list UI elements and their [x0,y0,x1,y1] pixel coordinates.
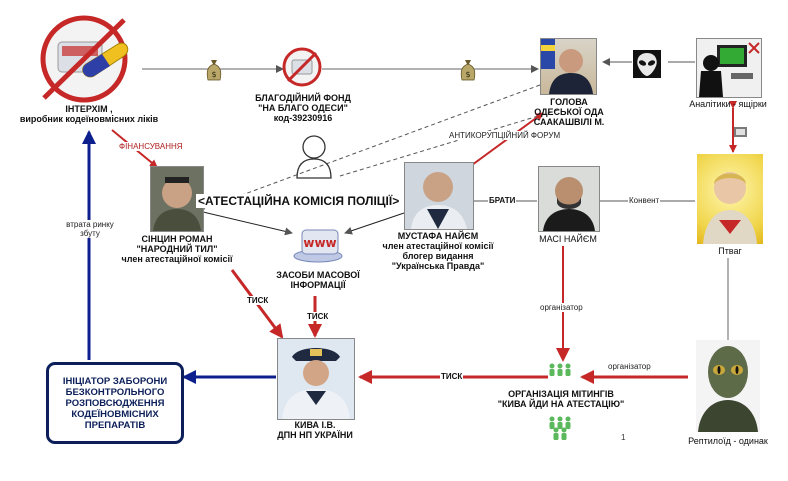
svg-text:www: www [303,236,336,250]
initiator-line2: БЕЗКОНТРОЛЬНОГО [65,386,165,398]
svg-text:$: $ [211,70,216,79]
initiator-line5: ПРЕПАРАТІВ [84,419,146,431]
crowd-people-icon [549,363,571,376]
edge-dashed-governor-right [339,109,559,177]
www-globe-icon: www [293,229,343,263]
interkhim-label: ІНТЕРХІМ , виробник кодеїновмісних ліків [10,104,168,124]
financing-label: ФІНАНСУВАННЯ [118,142,184,151]
ptvag-photo [697,154,763,244]
initiator-text: ІНІЦІАТОР ЗАБОРОНИ БЕЗКОНТРОЛЬНОГО РОЗПО… [63,376,167,431]
brothers-label: БРАТИ [488,196,517,205]
media-line1: ЗАСОБИ МАСОВОЇ [276,270,360,280]
alien-face-icon [633,50,661,78]
money-bag-icon: $ [206,60,222,81]
fund-name: БЛАГОДІЙНИЙ ФОНД [255,93,351,103]
sinchyn-org: "НАРОДНИЙ ТИЛ" [136,244,218,254]
governor-org: ОДЕСЬКОЇ ОДА [534,107,604,117]
commission-close-bracket: > [392,194,400,208]
crowd-people-icon [549,416,571,440]
commission-open-bracket: < [198,194,206,208]
mustafa-name: МУСТАФА НАЙЄМ [397,231,479,241]
governor-name: СААКАШВІЛІ М. [533,117,605,127]
masi-label: МАСІ НАЙЄМ [539,234,597,244]
market-loss-line1: втрата ринку [66,220,114,229]
initiator-box: ІНІЦІАТОР ЗАБОРОНИ БЕЗКОНТРОЛЬНОГО РОЗПО… [46,362,184,444]
anonymous-person-icon [296,135,332,179]
kyva-name: КИВА І.В. [294,420,336,430]
fund-label: БЛАГОДІЙНИЙ ФОНД "НА БЛАГО ОДЕСИ" код-39… [236,93,370,123]
sinchyn-name: СІНЦИН РОМАН [141,234,213,244]
fund-code: код-39230916 [273,113,333,123]
analysts-photo [696,38,762,98]
mustafa-label: МУСТАФА НАЙЄМ член атестаційної комісії … [378,231,498,271]
commission-title: <АТЕСТАЦІЙНА КОМІСІЯ ПОЛІЦІЇ> [196,194,402,208]
fund-logo-icon [282,47,322,87]
initiator-line1: ІНІЦІАТОР ЗАБОРОНИ [62,375,168,387]
governor-photo [540,38,597,95]
reptiloid-photo [696,340,760,432]
organizer-reptiloid-label: організатор [607,362,652,371]
governor-title: ГОЛОВА [550,97,588,107]
rallies-label: ОРГАНІЗАЦІЯ МІТИНГІВ "КИВА ЙДИ НА АТЕСТА… [486,389,636,409]
convent-label: Конвент [628,196,661,205]
edge-mustafa-media [344,212,405,235]
masi-photo [538,166,600,232]
media-line2: ІНФОРМАЦІЇ [290,280,346,290]
pressure-media-label: ТИСК [306,312,330,321]
kyva-role: ДПН НП УКРАЇНИ [277,430,353,440]
kyva-label: КИВА І.В. ДПН НП УКРАЇНИ [262,420,368,440]
commission-text: АТЕСТАЦІЙНА КОМІСІЯ ПОЛІЦІЇ [205,194,393,208]
svg-text:$: $ [465,70,470,79]
money-bag-icon: $ [460,60,476,81]
market-loss-line2: збуту [80,229,100,238]
rallies-title: ОРГАНІЗАЦІЯ МІТИНГІВ [508,389,614,399]
rallies-slogan: "КИВА ЙДИ НА АТЕСТАЦІЮ" [497,399,625,409]
interkhim-name: ІНТЕРХІМ , [65,104,113,114]
kyva-photo [277,338,355,420]
page-number: 1 [621,433,626,442]
ptvag-label: Птваг [718,246,742,256]
sinchyn-role: член атестаційної комісії [121,254,233,264]
governor-label: ГОЛОВА ОДЕСЬКОЇ ОДА СААКАШВІЛІ М. [518,97,620,127]
reptiloid-label: Рептилоїд - одинак [688,436,768,446]
market-loss-label: втрата ринку збуту [58,220,122,238]
pill-bottle-icon [40,15,129,103]
mustafa-role: член атестаційної комісії [382,241,494,251]
sinchyn-photo [150,166,204,232]
anticorruption-label: АНТИКОРУПЦІЙНИЙ ФОРУМ [448,131,562,140]
mustafa-blogger: блогер видання [402,251,474,261]
interkhim-desc: виробник кодеїновмісних ліків [19,114,159,124]
fund-title: "НА БЛАГО ОДЕСИ" [258,103,348,113]
edge-sinchyn-media [202,211,293,236]
mustafa-outlet: "Українська Правда" [391,261,485,271]
media-label: ЗАСОБИ МАСОВОЇ ІНФОРМАЦІЇ [266,270,370,290]
coin-stack-icon [734,127,747,137]
pressure-sinchyn-label: ТИСК [246,296,270,305]
pressure-rally-label: ТИСК [440,372,464,381]
initiator-line3: РОЗПОВСЮДЖЕННЯ [65,397,165,409]
edge-dashed-governor-left [195,84,541,213]
analysts-label: Аналітики - ящірки [689,99,767,109]
sinchyn-label: СІНЦИН РОМАН "НАРОДНИЙ ТИЛ" член атестац… [112,234,242,264]
initiator-line4: КОДЕЇНОВМІСНИХ [71,408,159,420]
organizer-masi-label: організатор [539,303,584,312]
mustafa-photo [404,162,474,230]
